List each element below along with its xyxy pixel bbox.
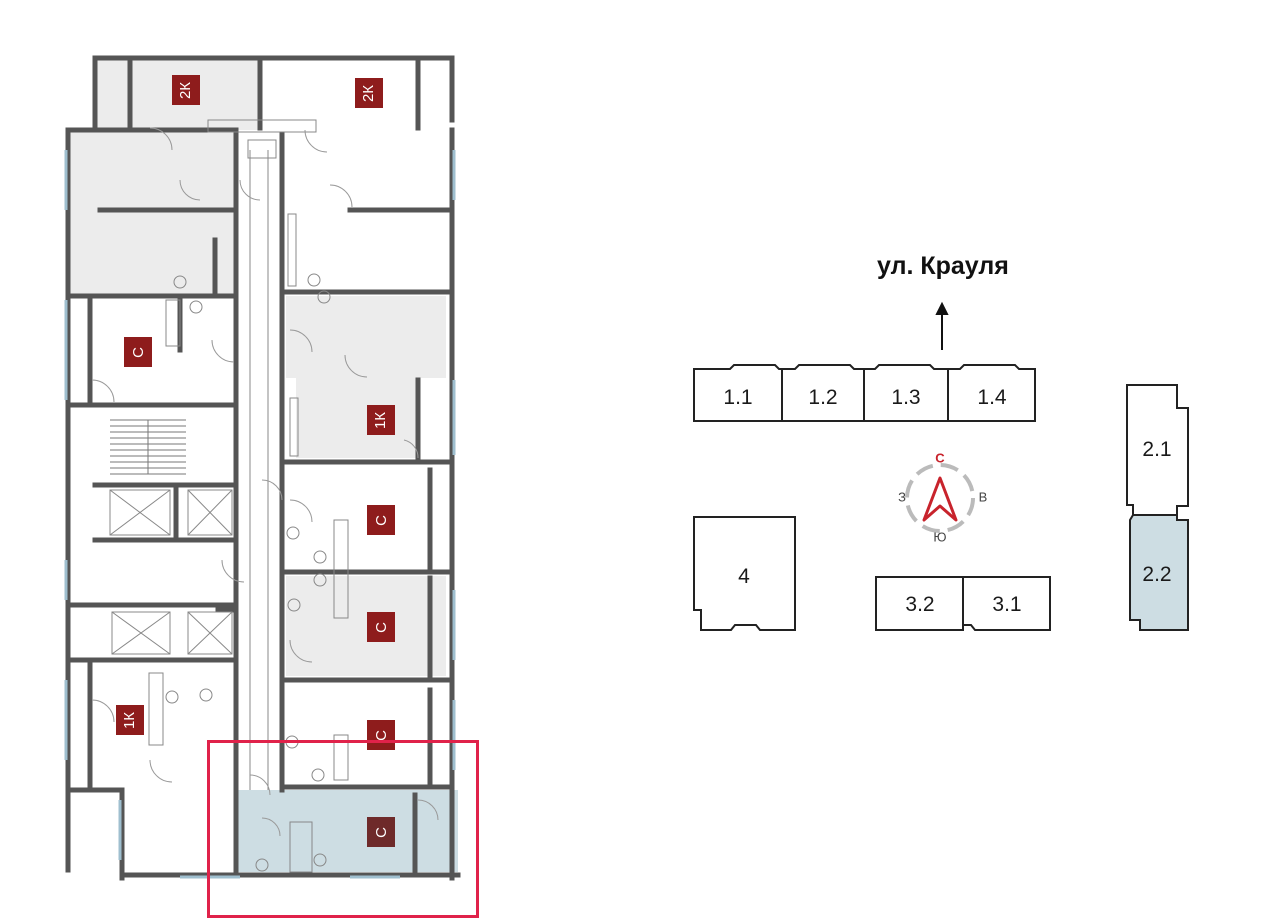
building-1-4-outline xyxy=(947,364,1036,422)
building-2-2-outline xyxy=(1129,514,1189,631)
building-3-2-outline xyxy=(875,576,964,631)
selected-apartment[interactable] xyxy=(236,790,458,872)
compass-icon xyxy=(905,463,975,533)
apartment-label-1k-left[interactable]: 1К xyxy=(116,705,144,735)
apartment-label-studio-4[interactable]: С xyxy=(367,720,395,750)
street-name: ул. Крауля xyxy=(877,252,1009,280)
building-1-3-outline xyxy=(863,364,949,422)
windows xyxy=(64,150,456,879)
building-1-1-outline xyxy=(693,364,783,422)
building-label-2-2[interactable]: 2.2 xyxy=(1142,563,1172,586)
apartment-label-1k-right[interactable]: 1К xyxy=(367,405,395,435)
compass-south: Ю xyxy=(933,529,947,545)
compass-north: С xyxy=(935,450,945,466)
walls xyxy=(65,55,461,881)
building-2-1-outline xyxy=(1126,384,1189,516)
building-label-1-1[interactable]: 1.1 xyxy=(723,386,753,409)
apartment-label-studio-1[interactable]: С xyxy=(124,337,152,367)
street-arrow xyxy=(935,301,949,350)
building-label-3-1[interactable]: 3.1 xyxy=(992,593,1022,616)
apartment-label-2k-right[interactable]: 2К xyxy=(355,78,383,108)
building-label-2-1[interactable]: 2.1 xyxy=(1142,438,1172,461)
shaded-units xyxy=(70,60,446,676)
apartment-label-2k-left[interactable]: 2К xyxy=(172,75,200,105)
building-label-4[interactable]: 4 xyxy=(738,565,750,588)
building-label-1-3[interactable]: 1.3 xyxy=(891,386,921,409)
building-label-1-4[interactable]: 1.4 xyxy=(977,386,1007,409)
doors xyxy=(91,127,439,837)
fixtures xyxy=(109,119,349,873)
selection-frame xyxy=(207,740,479,918)
building-label-1-2[interactable]: 1.2 xyxy=(808,386,838,409)
building-3-1-outline xyxy=(962,576,1051,631)
apartment-label-studio-selected[interactable]: С xyxy=(367,817,395,847)
building-1-2-outline xyxy=(781,364,865,422)
building-label-3-2[interactable]: 3.2 xyxy=(905,593,935,616)
apartment-label-studio-2[interactable]: С xyxy=(367,505,395,535)
apartment-label-studio-3[interactable]: С xyxy=(367,612,395,642)
building-4-outline xyxy=(693,516,796,631)
compass-east: В xyxy=(978,489,988,505)
compass-west: З xyxy=(898,489,906,505)
